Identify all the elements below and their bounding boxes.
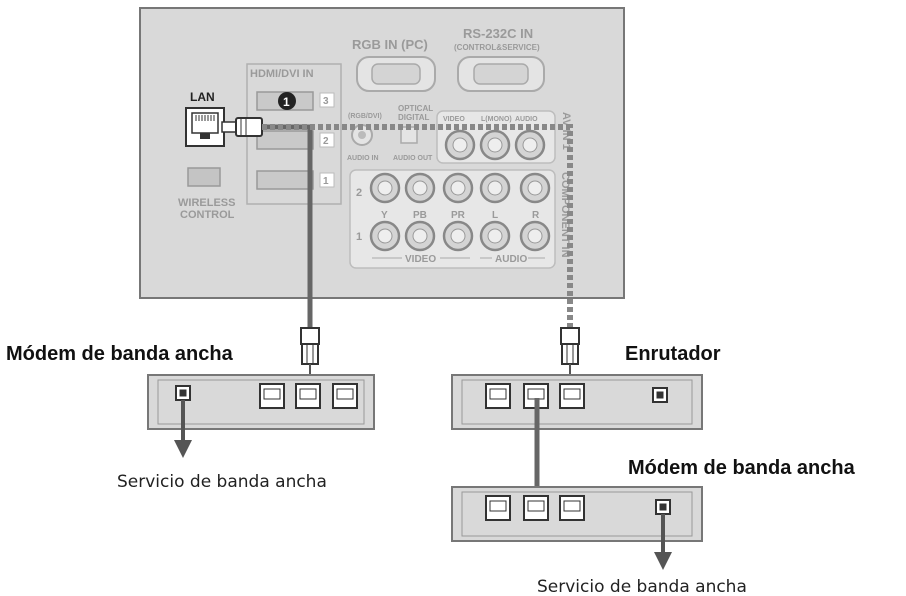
comp-col-y: Y	[381, 210, 388, 221]
hdmi-port-1	[256, 170, 314, 190]
audio-label: AUDIO	[495, 254, 527, 265]
av-jacks	[444, 129, 546, 161]
av-in-label: AV IN 1	[560, 112, 572, 150]
comp-col-pr: PR	[451, 210, 466, 221]
comp-col-r: R	[532, 210, 540, 221]
rgb-in-label: RGB IN (PC)	[352, 37, 428, 52]
wireless-label: WIRELESS	[178, 197, 235, 209]
wireless-control-port	[187, 167, 221, 187]
hdmi-port-num-2: 2	[323, 136, 329, 147]
comp-row-2: 2	[356, 187, 362, 199]
hdmi-port-2	[256, 130, 314, 150]
step-marker-number: 1	[283, 95, 290, 109]
cable-to-router	[262, 124, 573, 330]
comp-row-1: 1	[356, 231, 362, 243]
audio-out-label: AUDIO OUT	[393, 155, 433, 162]
video-label: VIDEO	[405, 254, 436, 265]
component-jacks	[369, 172, 551, 252]
comp-col-l: L	[492, 210, 498, 221]
audio-in-label: AUDIO IN	[347, 155, 379, 162]
label-router: Enrutador	[625, 343, 721, 365]
digital-label: DIGITAL	[398, 113, 430, 122]
control-label: CONTROL	[180, 209, 235, 221]
rs232-sublabel: (CONTROL&SERVICE)	[454, 43, 540, 52]
rgbdvi-label: (RGB/DVI)	[348, 113, 382, 120]
lan-plug-tv	[221, 117, 263, 137]
optical-label: OPTICAL	[398, 104, 433, 113]
av-col-audio: AUDIO	[515, 116, 538, 123]
av-col-video: VIDEO	[443, 116, 465, 123]
hdmi-port-num-3: 3	[323, 96, 329, 107]
hdmi-port-num-1: 1	[323, 176, 329, 187]
service-arrow-left	[174, 440, 192, 458]
av-col-lmono: L(MONO)	[481, 116, 512, 123]
step-marker-1	[278, 92, 296, 110]
label-modem-left: Módem de banda ancha	[6, 343, 234, 365]
rs232-label: RS-232C IN	[463, 26, 533, 41]
label-modem-right: Módem de banda ancha	[628, 457, 856, 479]
label-service-right: Servicio de banda ancha	[537, 577, 747, 596]
label-service-left: Servicio de banda ancha	[117, 472, 327, 492]
hdmi-label: HDMI/DVI IN	[250, 68, 314, 80]
comp-col-pb: PB	[413, 210, 427, 221]
service-arrow-right	[654, 552, 672, 570]
lan-label: LAN	[190, 90, 215, 104]
